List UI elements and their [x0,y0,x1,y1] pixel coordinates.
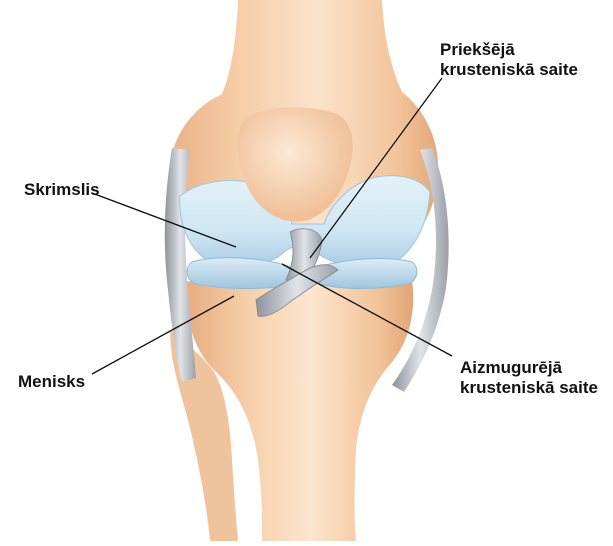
label-acl-line1: Priekšējā [440,40,578,60]
label-pcl-line2: krusteniskā saite [460,378,598,398]
label-meniscus-text: Menisks [18,372,85,392]
label-meniscus: Menisks [18,372,85,392]
label-cartilage-text: Skrimslis [24,180,100,200]
label-anterior-cruciate-ligament: Priekšējā krusteniskā saite [440,40,578,80]
meniscus [187,258,297,289]
label-posterior-cruciate-ligament: Aizmugurējā krusteniskā saite [460,358,598,398]
label-acl-line2: krusteniskā saite [440,60,578,80]
label-pcl-line1: Aizmugurējā [460,358,598,378]
label-cartilage: Skrimslis [24,180,100,200]
